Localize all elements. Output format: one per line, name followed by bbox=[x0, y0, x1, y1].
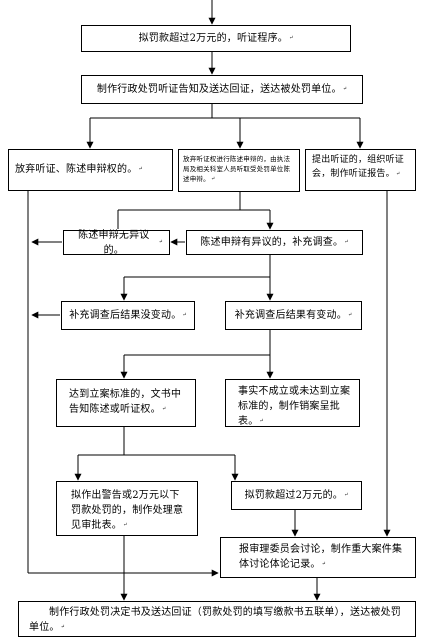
node-waive-rights-text: 放弃听证、陈述申辩权的。 bbox=[15, 164, 138, 175]
node-objection-investigate: 陈述申辩有异议的，补充调查。↵ bbox=[186, 230, 363, 255]
node-meets-criteria: 达到立案标准的，文书中告知陈述或听证权。↵ bbox=[56, 379, 196, 427]
node-committee-discussion: 报审理委员会讨论，制作重大案件集体讨论体论记录。↵ bbox=[220, 537, 416, 578]
node-result-unchanged-text: 补充调查后结果没变动。 bbox=[69, 310, 182, 321]
node-hearing-procedure: 拟罚款超过2万元的，听证程序。↵ bbox=[81, 25, 351, 52]
node-warning-or-small-fine-text: 拟作出警告或2万元以下罚款处罚的，制作处理意见审批表。 bbox=[71, 490, 184, 531]
node-case-cancel-text: 事实不成立或未达到立案标准的，制作销案呈批表。 bbox=[238, 386, 351, 427]
node-waive-hearing-statement: 放弃听证权进行陈述申辩的，由执法局及相关科室人员听取受处罚单位陈述申辩。↵ bbox=[178, 149, 300, 192]
node-case-cancel: 事实不成立或未达到立案标准的，制作销案呈批表。↵ bbox=[225, 379, 360, 427]
node-penalty-decision: 制作行政处罚决定书及送达回证（罚款处罚的填写缴款书五联单），送达被处罚单位。↵ bbox=[18, 601, 416, 637]
node-committee-discussion-text: 报审理委员会讨论，制作重大案件集体讨论体论记录。 bbox=[239, 544, 403, 570]
node-objection-investigate-text: 陈述申辩有异议的，补充调查。 bbox=[200, 237, 344, 248]
node-meets-criteria-text: 达到立案标准的，文书中告知陈述或听证权。 bbox=[69, 389, 182, 415]
node-result-changed: 补充调查后结果有变动。↵ bbox=[225, 301, 362, 330]
node-waive-rights: 放弃听证、陈述申辩权的。↵ bbox=[8, 149, 173, 191]
node-large-fine: 拟罚款超过2万元的。↵ bbox=[231, 481, 362, 510]
node-no-objection-text: 陈述申辩无异议的。 bbox=[78, 229, 150, 256]
node-large-fine-text: 拟罚款超过2万元的。 bbox=[244, 490, 343, 501]
node-hearing-procedure-text: 拟罚款超过2万元的，听证程序。 bbox=[138, 33, 288, 44]
node-hearing-notice: 制作行政处罚听证告知及送达回证，送达被处罚单位。↵ bbox=[81, 75, 363, 104]
node-warning-or-small-fine: 拟作出警告或2万元以下罚款处罚的，制作处理意见审批表。↵ bbox=[56, 481, 198, 536]
node-waive-hearing-statement-text: 放弃听证权进行陈述申辩的，由执法局及相关科室人员听取受处罚单位陈述申辩。 bbox=[183, 155, 291, 183]
node-request-hearing-text: 提出听证的，组织听证会，制作听证报告。 bbox=[312, 155, 405, 179]
node-result-unchanged: 补充调查后结果没变动。↵ bbox=[61, 301, 195, 330]
node-hearing-notice-text: 制作行政处罚听证告知及送达回证，送达被处罚单位。 bbox=[96, 84, 342, 95]
node-result-changed-text: 补充调查后结果有变动。 bbox=[234, 310, 347, 321]
node-penalty-decision-text: 制作行政处罚决定书及送达回证（罚款处罚的填写缴款书五联单），送达被处罚单位。 bbox=[29, 607, 401, 633]
node-no-objection: 陈述申辩无异议的。↵ bbox=[63, 229, 170, 256]
node-request-hearing: 提出听证的，组织听证会，制作听证报告。↵ bbox=[305, 149, 416, 191]
